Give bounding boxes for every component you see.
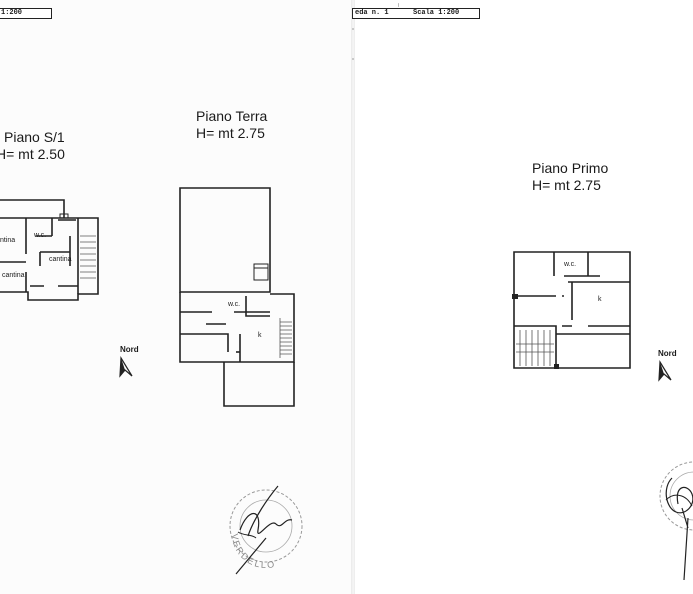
room-label: k: [598, 296, 602, 303]
room-label: w.c.: [228, 301, 241, 308]
floor-height: H= mt 2.75: [196, 125, 265, 141]
room-label: ntina: [0, 237, 16, 244]
floor-plan-first: [512, 251, 631, 369]
scan-speck: [352, 58, 354, 60]
floor-name: Piano Terra: [196, 108, 268, 124]
floor-height: H= mt 2.50: [0, 146, 65, 162]
room-label: k: [258, 332, 262, 339]
signature: [665, 477, 693, 581]
signature: [235, 485, 293, 575]
floor-name: Piano S/1: [4, 129, 65, 145]
right-sheet: [356, 0, 693, 594]
sheet-label-right: eda n. 1 Scala 1:200: [352, 8, 480, 19]
floor-title-ground: Piano Terra H= mt 2.75: [196, 108, 267, 142]
floor-title-basement: Piano S/1 H= mt 2.50: [0, 129, 65, 163]
floor-plan-basement: [0, 199, 99, 301]
north-label: Nord: [120, 345, 139, 354]
floor-name: Piano Primo: [532, 160, 609, 176]
room-label: cantina: [2, 272, 25, 279]
scale-text: Scala 1:200: [413, 9, 460, 17]
stamp-signature: VERDELLO: [229, 485, 303, 575]
scale-label-left: 1:200: [0, 8, 52, 19]
floor-plan-ground: [179, 187, 295, 407]
north-arrow-icon: [658, 360, 672, 382]
sheet-fold: [351, 0, 355, 594]
scan-speck: [398, 3, 399, 7]
north-arrow-icon: [119, 356, 133, 378]
room-label: cantina: [49, 256, 72, 263]
stamp-signature: [659, 461, 693, 581]
room-label: w.c.: [564, 261, 577, 268]
scan-speck: [352, 28, 354, 30]
floor-height: H= mt 2.75: [532, 177, 601, 193]
room-label: w.c.: [34, 232, 47, 239]
scale-text: 1:200: [1, 9, 23, 17]
floor-title-first: Piano Primo H= mt 2.75: [532, 160, 608, 194]
north-label: Nord: [658, 349, 677, 358]
sheet-number: eda n. 1: [355, 9, 389, 17]
